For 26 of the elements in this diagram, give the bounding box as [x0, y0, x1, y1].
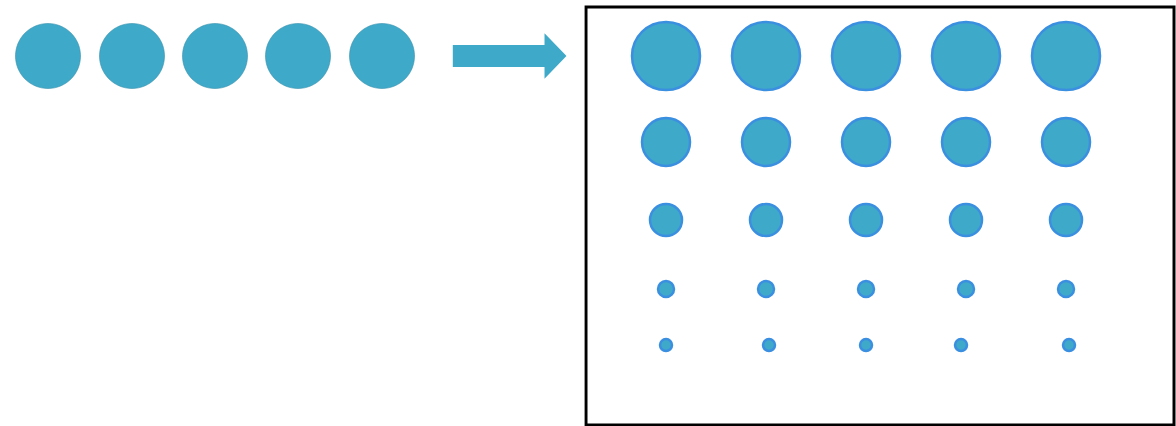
circle: [848, 202, 884, 238]
circle: [656, 279, 676, 299]
circle: [930, 20, 1002, 92]
circle: [648, 202, 684, 238]
circle: [956, 279, 976, 299]
circle: [948, 202, 984, 238]
circle: [99, 23, 165, 89]
circle: [349, 23, 415, 89]
circle: [748, 202, 784, 238]
circle: [1056, 279, 1076, 299]
circle: [1048, 202, 1084, 238]
circle: [630, 20, 702, 92]
circle: [740, 116, 792, 168]
circle: [856, 279, 876, 299]
frame-box: [584, 5, 1176, 426]
circle: [940, 116, 992, 168]
circle: [15, 23, 81, 89]
circle: [840, 116, 892, 168]
circle: [1030, 20, 1102, 92]
circle: [182, 23, 248, 89]
circle: [730, 20, 802, 92]
circle: [830, 20, 902, 92]
circle: [640, 116, 692, 168]
circle: [756, 279, 776, 299]
circle: [1040, 116, 1092, 168]
circle: [265, 23, 331, 89]
